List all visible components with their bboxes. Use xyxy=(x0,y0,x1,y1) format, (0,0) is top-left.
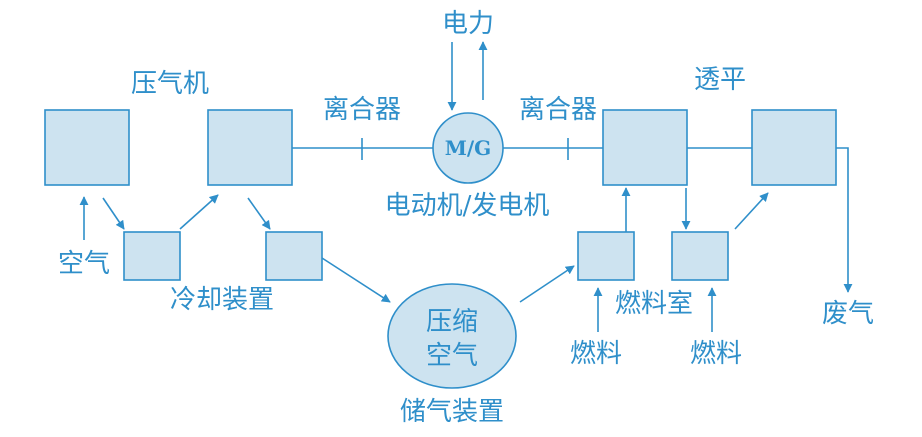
label-fuel-left: 燃料 xyxy=(570,339,622,369)
compressor-stage-2 xyxy=(207,109,293,186)
label-motor-generator: 电动机/发电机 xyxy=(385,191,550,221)
combustor2-to-turbine2-arrow xyxy=(734,192,769,230)
label-compressor: 压气机 xyxy=(131,69,209,99)
label-exhaust: 废气 xyxy=(822,299,874,329)
combustor-1 xyxy=(577,231,635,281)
label-cooling-device: 冷却装置 xyxy=(170,285,274,315)
storage-text-line2: 空气 xyxy=(426,341,478,371)
compressor-stage-1 xyxy=(44,109,130,186)
label-power: 电力 xyxy=(442,9,494,39)
label-combustion-chamber: 燃料室 xyxy=(615,289,693,319)
label-storage-device: 储气装置 xyxy=(400,397,504,427)
exhaust-line xyxy=(836,147,853,293)
mg-symbol: M/G xyxy=(445,136,492,160)
label-turbine: 透平 xyxy=(694,65,746,95)
intercooler-1 xyxy=(123,231,181,281)
label-fuel-right: 燃料 xyxy=(690,339,742,369)
motor-generator-circle xyxy=(432,112,504,184)
compressor1-to-cooler1-arrow xyxy=(102,197,125,230)
storage-ellipse xyxy=(387,283,517,389)
cooler2-to-storage-arrow xyxy=(321,257,391,303)
combustor-2 xyxy=(671,231,729,281)
storage-to-combustor1-arrow xyxy=(519,265,575,303)
cooler1-to-compressor2-arrow xyxy=(179,194,219,230)
label-clutch-right: 离合器 xyxy=(519,95,597,125)
label-air-in: 空气 xyxy=(58,249,110,279)
storage-text-line1: 压缩 xyxy=(426,307,478,337)
compressor2-to-cooler2-arrow xyxy=(247,197,271,230)
turbine-stage-2 xyxy=(751,109,837,186)
turbine-stage-1 xyxy=(602,109,688,186)
label-clutch-left: 离合器 xyxy=(323,95,401,125)
intercooler-2 xyxy=(265,231,323,281)
